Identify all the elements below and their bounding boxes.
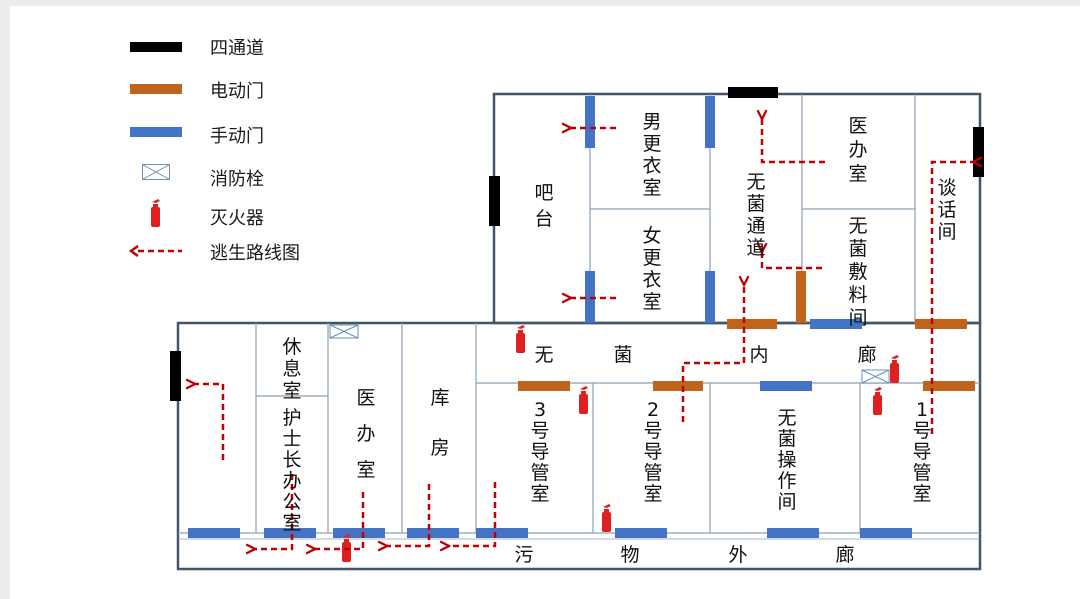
hydrant-icon bbox=[329, 324, 359, 339]
passage-right bbox=[973, 127, 984, 177]
passage-top bbox=[728, 87, 778, 98]
lower-block-wall bbox=[176, 321, 982, 571]
room-sterile-operation: 无菌操作间 bbox=[777, 407, 796, 513]
passage-bar bbox=[489, 176, 500, 226]
fire-extinguisher-icon bbox=[579, 386, 588, 414]
room-labels: 吧台 男更衣室 女更衣室 无菌通道 医办室 无菌敷料间 谈话间 休息室 护士长办… bbox=[282, 111, 956, 566]
floor-plan: 吧台 男更衣室 女更衣室 无菌通道 医办室 无菌敷料间 谈话间 休息室 护士长办… bbox=[170, 87, 984, 571]
fire-extinguisher-icon bbox=[516, 325, 525, 353]
room-female-change: 女更衣室 bbox=[642, 225, 661, 313]
escape-routes bbox=[194, 118, 974, 549]
room-waste-corridor: 污物外廊 bbox=[514, 544, 854, 566]
electric-door-swatch bbox=[130, 84, 182, 94]
passage-swatch bbox=[130, 42, 182, 52]
legend-label-passage: 四通道 bbox=[210, 38, 264, 59]
room-rest-room: 休息室 bbox=[282, 336, 301, 402]
room-storage: 库房 bbox=[430, 387, 449, 459]
hydrant-icon bbox=[861, 369, 890, 384]
room-bar: 吧台 bbox=[534, 182, 553, 230]
room-sterile-dressing: 无菌敷料间 bbox=[848, 215, 867, 329]
manual-door-swatch bbox=[130, 127, 182, 137]
electric-doors bbox=[518, 271, 975, 391]
legend-label-extinguisher: 灭火器 bbox=[210, 208, 264, 229]
room-sterile-passage: 无菌通道 bbox=[746, 171, 765, 259]
hydrant-icon bbox=[142, 164, 170, 180]
floor-plan-canvas: 四通道 电动门 手动门 消防栓 灭火器 bbox=[10, 6, 1080, 599]
legend-label-manual-door: 手动门 bbox=[210, 126, 264, 147]
room-sterile-corridor: 无菌内廊 bbox=[534, 344, 876, 366]
room-doctor-office-top: 医办室 bbox=[848, 115, 867, 185]
hydrants bbox=[329, 324, 890, 384]
legend-label-electric-door: 电动门 bbox=[210, 81, 264, 102]
room-male-change: 男更衣室 bbox=[642, 111, 661, 199]
room-doctor-office-bottom: 医办室 bbox=[356, 387, 375, 481]
legend-label-hydrant: 消防栓 bbox=[210, 169, 264, 190]
passages bbox=[170, 87, 984, 401]
fire-extinguisher-icon bbox=[890, 355, 899, 383]
fire-extinguisher-icon bbox=[151, 199, 160, 227]
room-talk-room: 谈话间 bbox=[937, 177, 956, 243]
room-head-nurse-office: 护士长办公室 bbox=[282, 407, 301, 534]
fire-extinguisher-icon bbox=[602, 504, 611, 532]
legend-label-escape-route: 逃生路线图 bbox=[210, 243, 300, 264]
fire-extinguisher-icon bbox=[873, 387, 882, 415]
passage-left bbox=[170, 351, 181, 401]
dashed-arrow-icon bbox=[128, 244, 182, 258]
